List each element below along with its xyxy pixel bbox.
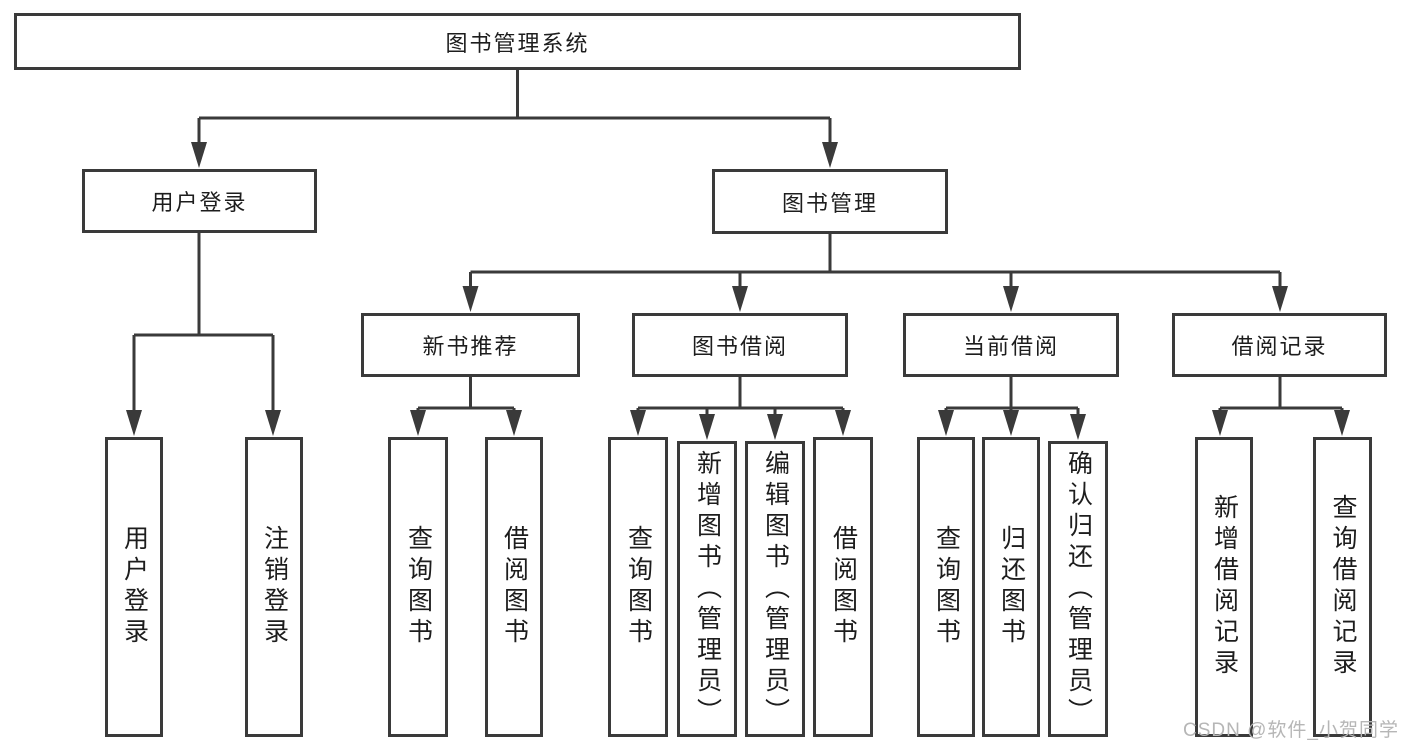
node-book-borrowing: 图书借阅 — [632, 313, 848, 377]
arrowheads — [126, 142, 1350, 440]
leaf-edit-books-admin: 编辑图书（管理员） — [745, 441, 805, 737]
leaf-query-books-borrow: 查询图书 — [608, 437, 668, 737]
node-label: 图书管理系统 — [445, 30, 590, 56]
node-label: 注销登录 — [260, 525, 289, 649]
node-borrowing-records: 借阅记录 — [1172, 313, 1387, 377]
node-label: 新增图书（管理员） — [693, 449, 722, 729]
leaf-borrow-books: 借阅图书 — [813, 437, 873, 737]
node-label: 查询借阅记录 — [1329, 494, 1357, 680]
leaf-return-books: 归还图书 — [982, 437, 1040, 737]
node-label: 用户登录 — [120, 525, 149, 649]
node-label: 新增借阅记录 — [1210, 494, 1239, 680]
node-label: 当前借阅 — [962, 334, 1059, 359]
leaf-add-books-admin: 新增图书（管理员） — [677, 441, 737, 737]
node-label: 新书推荐 — [422, 334, 519, 359]
node-label: 用户登录 — [151, 190, 248, 215]
node-label: 查询图书 — [624, 525, 653, 649]
node-book-management: 图书管理 — [712, 169, 948, 234]
leaf-query-borrow-record: 查询借阅记录 — [1313, 437, 1372, 737]
node-label: 借阅图书 — [829, 525, 858, 649]
node-label: 归还图书 — [997, 525, 1026, 649]
node-user-login: 用户登录 — [82, 169, 317, 233]
leaf-borrow-books-recommend: 借阅图书 — [485, 437, 543, 737]
node-label: 图书借阅 — [691, 334, 788, 359]
leaf-query-books-current: 查询图书 — [917, 437, 975, 737]
node-label: 借阅记录 — [1231, 334, 1328, 359]
leaf-user-login: 用户登录 — [105, 437, 163, 737]
leaf-confirm-return-admin: 确认归还（管理员） — [1048, 441, 1108, 737]
node-current-borrowing: 当前借阅 — [903, 313, 1119, 377]
csdn-watermark: CSDN @软件_小贺同学 — [1183, 720, 1399, 741]
node-library-management-system: 图书管理系统 — [14, 13, 1021, 70]
node-label: 确认归还（管理员） — [1064, 449, 1093, 729]
node-label: 借阅图书 — [500, 525, 529, 649]
node-label: 图书管理 — [781, 190, 878, 216]
node-label: 编辑图书（管理员） — [761, 449, 790, 729]
node-label: 查询图书 — [932, 525, 961, 649]
node-new-book-recommendation: 新书推荐 — [361, 313, 580, 377]
leaf-logout: 注销登录 — [245, 437, 303, 737]
leaf-query-books-recommend: 查询图书 — [388, 437, 448, 737]
node-label: 查询图书 — [404, 525, 433, 649]
leaf-add-borrow-record: 新增借阅记录 — [1195, 437, 1253, 737]
